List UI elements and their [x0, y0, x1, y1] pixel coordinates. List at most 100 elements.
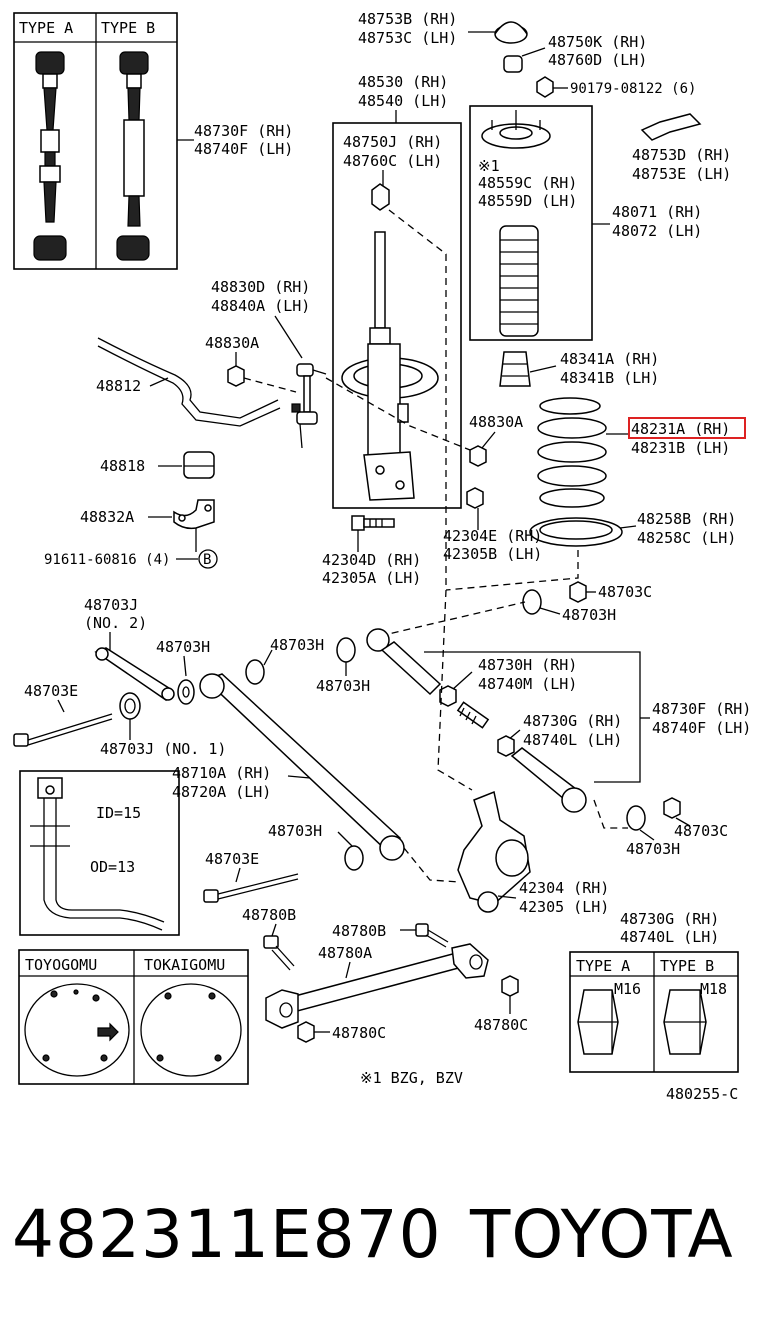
- label-48753d: 48753D (RH): [632, 146, 731, 164]
- label-48750j: 48750J (RH): [343, 133, 442, 151]
- nut-48740l: [497, 735, 515, 757]
- note1-mark: ※1: [478, 157, 500, 175]
- label-48071: 48071 (RH): [612, 203, 702, 221]
- stabilizer-bushing: [183, 451, 215, 479]
- type-a-stabilizer-link: [33, 51, 67, 261]
- bolt-48780b-2: [415, 923, 449, 948]
- label-48703h-6: 48703H: [626, 840, 680, 858]
- label-48730h: 48730H (RH): [478, 656, 577, 674]
- label-48753c: 48753C (LH): [358, 29, 457, 47]
- label-90179: 90179-08122 (6): [570, 81, 696, 97]
- label-48780b-1: 48780B: [242, 906, 296, 924]
- label-48703h-4: 48703H: [316, 677, 370, 695]
- washer-48703h-5: [344, 845, 364, 871]
- label-42305a: 42305A (LH): [322, 569, 421, 587]
- type-b-stabilizer-link: [116, 51, 150, 261]
- label-48703h-2: 48703H: [156, 638, 210, 656]
- nut-48730h: [439, 685, 457, 707]
- mount-cap: [494, 21, 528, 44]
- label-48703c-1: 48703C: [598, 583, 652, 601]
- strut-assembly-box: [332, 122, 462, 509]
- nut-m18-icon: [663, 989, 707, 1055]
- tokaigomu-bushing-icon: [140, 983, 242, 1077]
- label-48258b: 48258B (RH): [637, 510, 736, 528]
- label-48730f-top: 48730F (RH): [194, 122, 293, 140]
- label-42304d: 42304D (RH): [322, 551, 421, 569]
- part-footer: 482311E870 TOYOTA: [0, 1190, 760, 1280]
- ref-b-label: B: [203, 552, 211, 568]
- nut-48830a-2: [469, 445, 487, 467]
- part-number: 482311E870: [12, 1196, 442, 1273]
- label-48559d: 48559D (LH): [478, 192, 577, 210]
- stabilizer-bar: [97, 337, 281, 427]
- washer-48703h-4: [336, 637, 356, 663]
- dust-boot: [499, 225, 539, 337]
- stabilizer-link: [291, 363, 327, 449]
- label-48730g-mid: 48730G (RH): [523, 712, 622, 730]
- type-b-header: TYPE B: [101, 19, 155, 37]
- label-od: OD=13: [90, 858, 135, 876]
- label-48753e: 48753E (LH): [632, 165, 731, 183]
- label-48258c: 48258C (LH): [637, 529, 736, 547]
- label-48720a: 48720A (LH): [172, 783, 271, 801]
- nut-48703c-1: [569, 581, 587, 603]
- label-48231a: 48231A (RH): [631, 420, 730, 438]
- upper-mount: [481, 110, 551, 149]
- type-a-header: TYPE A: [19, 19, 73, 37]
- adjust-bolt-48730g: [456, 701, 490, 729]
- label-48750k: 48750K (RH): [548, 33, 647, 51]
- label-42305b: 42305B (LH): [443, 545, 542, 563]
- label-48740l-mid: 48740L (LH): [523, 731, 622, 749]
- label-48703h-3: 48703H: [270, 636, 324, 654]
- label-48760c: 48760C (LH): [343, 152, 442, 170]
- flange-nut-icon: [536, 76, 554, 98]
- label-48830a-2: 48830A: [469, 413, 523, 431]
- bump-stopper: [499, 351, 531, 387]
- label-48780c-1: 48780C: [332, 1024, 386, 1042]
- bushing-48703j-no1: [119, 692, 141, 720]
- label-toyogomu: TOYOGOMU: [25, 956, 97, 974]
- spring-insulator: [529, 517, 623, 547]
- label-48780a: 48780A: [318, 944, 372, 962]
- control-arm-48730h: [366, 628, 442, 696]
- nut-42304e: [466, 487, 484, 509]
- shock-absorber: [341, 183, 439, 501]
- label-48530: 48530 (RH): [358, 73, 448, 91]
- label-48710a: 48710A (RH): [172, 764, 271, 782]
- label-48832a: 48832A: [80, 508, 134, 526]
- control-arm-48740f: [510, 747, 587, 813]
- toyogomu-bushing-icon: [24, 983, 130, 1077]
- bolt-42304d: [351, 515, 395, 531]
- highlight-48231a: [628, 417, 746, 439]
- pipe-inset-box: [19, 770, 180, 936]
- pipe-fitting-icon: [30, 777, 165, 931]
- label-m18: M18: [700, 980, 727, 998]
- label-48703e-2: 48703E: [205, 850, 259, 868]
- link-48780a: [265, 943, 489, 1029]
- label-48730f-mid: 48730F (RH): [652, 700, 751, 718]
- label-48703j-no2: 48703J: [84, 596, 138, 614]
- nut-m16-icon: [577, 989, 619, 1055]
- label-48540: 48540 (LH): [358, 92, 448, 110]
- label-48703j-no1: 48703J (NO. 1): [100, 740, 226, 758]
- label-48753b: 48753B (RH): [358, 10, 457, 28]
- label-48760d: 48760D (LH): [548, 51, 647, 69]
- label-48072: 48072 (LH): [612, 222, 702, 240]
- label-48818: 48818: [100, 457, 145, 475]
- bolt-48703e-2: [203, 873, 299, 903]
- nut-48703c-2: [663, 797, 681, 819]
- washer-48703h-1: [522, 589, 542, 615]
- label-type-b-nut: TYPE B: [660, 957, 714, 975]
- lateral-rod-48710a: [199, 673, 405, 861]
- label-48830a-1: 48830A: [205, 334, 259, 352]
- label-48740f-mid: 48740F (LH): [652, 719, 751, 737]
- type-ab-link-box: TYPE A TYPE B: [13, 12, 194, 270]
- label-42304: 42304 (RH): [519, 879, 609, 897]
- label-48780c-2: 48780C: [474, 1016, 528, 1034]
- bolt-48780b-1: [263, 935, 295, 971]
- knuckle-carrier: [457, 790, 531, 913]
- label-48231b: 48231B (LH): [631, 439, 730, 457]
- label-42304e: 42304E (RH): [443, 527, 542, 545]
- mount-nut-cap: [503, 55, 523, 73]
